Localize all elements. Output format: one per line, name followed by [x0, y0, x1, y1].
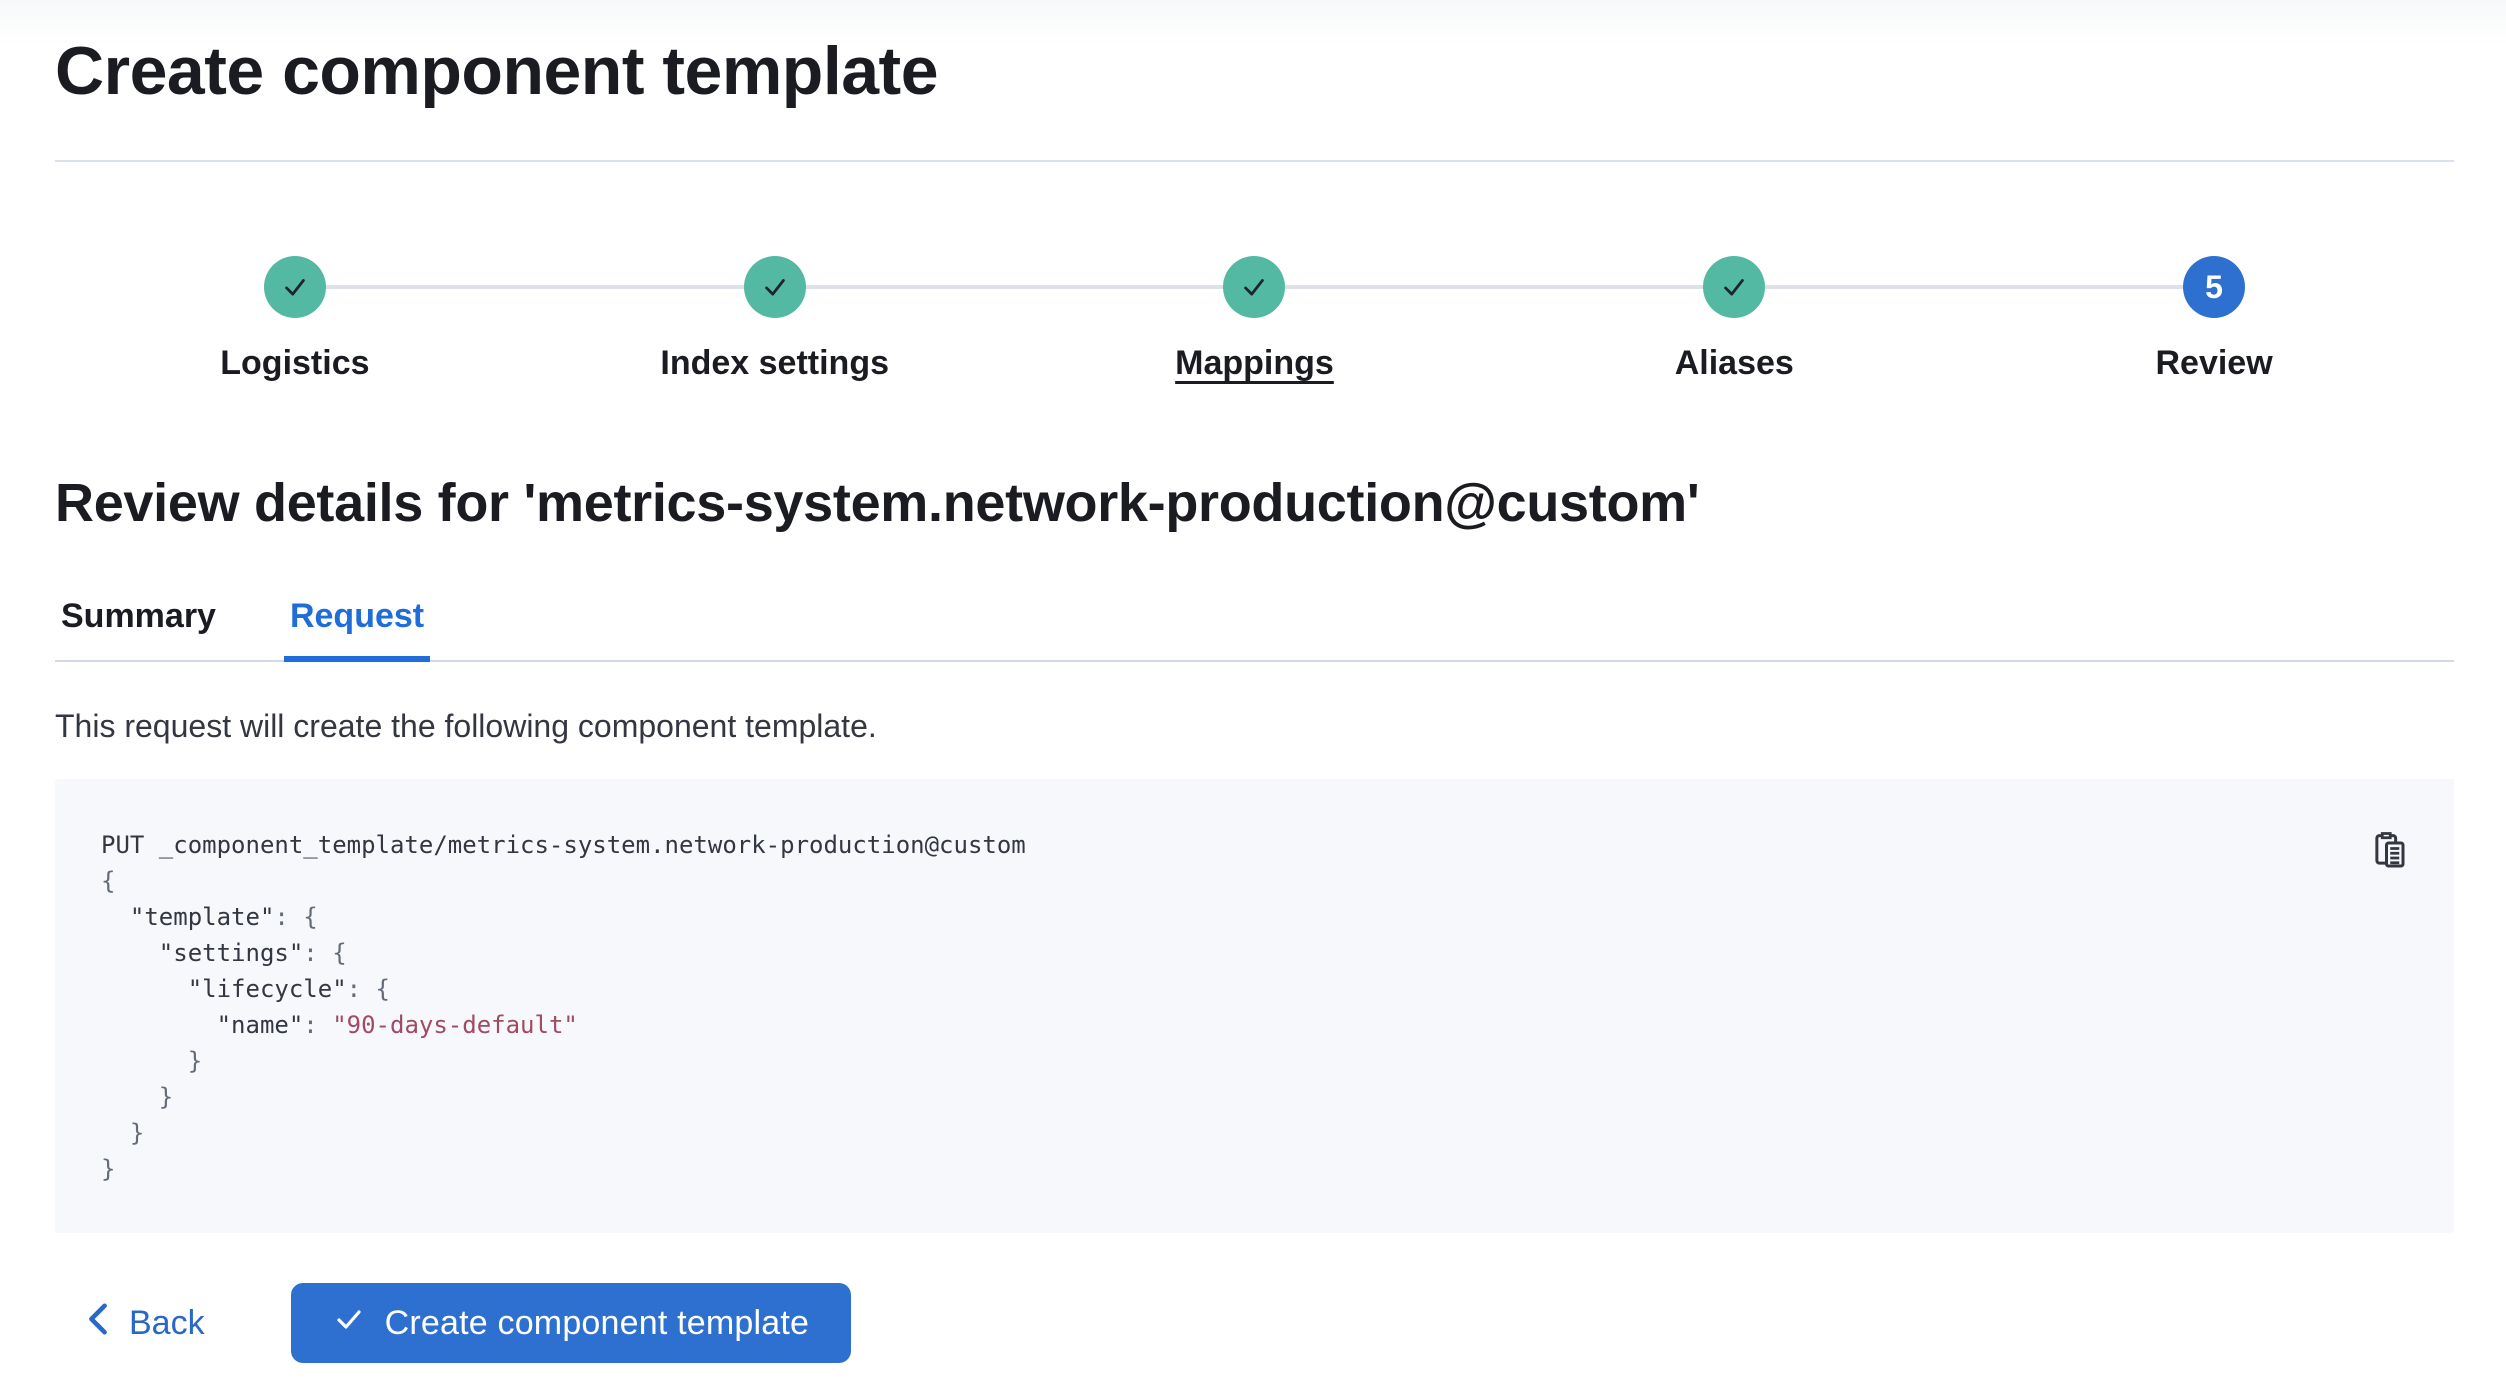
step-aliases[interactable]: Aliases: [1494, 256, 1975, 383]
review-heading: Review details for 'metrics-system.netwo…: [55, 473, 1700, 533]
create-component-template-button[interactable]: Create component template: [290, 1283, 852, 1363]
step-label[interactable]: Index settings: [660, 344, 889, 382]
step-circle-row: [534, 256, 1015, 318]
back-button[interactable]: Back: [55, 1302, 227, 1345]
code-line: }: [101, 1155, 116, 1183]
page-title: Create component template: [55, 33, 939, 109]
step-connector-line: [1974, 285, 2184, 289]
check-icon[interactable]: [1703, 256, 1766, 318]
request-description: This request will create the following c…: [55, 708, 877, 744]
step-label[interactable]: Logistics: [220, 344, 370, 382]
code-line: }: [101, 1047, 203, 1075]
step-connector-line: [1014, 285, 1224, 289]
step-logistics[interactable]: Logistics: [55, 256, 535, 383]
back-button-label: Back: [129, 1303, 205, 1342]
code-line: "name": "90-days-default": [216, 1011, 578, 1039]
create-component-template-label: Create component template: [384, 1303, 810, 1342]
step-circle-row: [55, 256, 535, 318]
step-connector-line: [325, 285, 535, 289]
step-mappings[interactable]: Mappings: [1014, 256, 1495, 383]
wizard-footer: Back Create component template: [55, 1283, 2454, 1363]
step-circle-row: [1494, 256, 1975, 318]
step-connector-line: [1494, 285, 1704, 289]
step-circle-row: [1014, 256, 1495, 318]
code-line: "settings": {: [158, 939, 347, 967]
step-connector-line: [805, 285, 1015, 289]
code-content: PUT _component_template/metrics-system.n…: [101, 827, 2408, 1187]
check-icon[interactable]: [743, 256, 806, 318]
code-line: }: [101, 1083, 174, 1111]
copy-clipboard-icon: [2370, 830, 2410, 873]
chevron-left-icon: [85, 1302, 111, 1345]
step-index-settings[interactable]: Index settings: [534, 256, 1015, 383]
code-line: "lifecycle": {: [187, 975, 391, 1003]
code-line: "template": {: [129, 903, 318, 931]
request-code-block: PUT _component_template/metrics-system.n…: [55, 779, 2454, 1233]
step-label[interactable]: Review: [2155, 344, 2273, 382]
step-connector-line: [534, 285, 744, 289]
check-icon: [333, 1303, 365, 1344]
check-icon[interactable]: [1223, 256, 1286, 318]
step-circle-row: 5: [1974, 256, 2454, 318]
check-icon[interactable]: [263, 256, 326, 318]
step-label[interactable]: Aliases: [1674, 344, 1794, 382]
tab-summary[interactable]: Summary: [61, 597, 216, 635]
header-divider: [55, 160, 2454, 162]
tab-request[interactable]: Request: [283, 595, 431, 662]
code-line: {: [101, 867, 116, 895]
copy-button[interactable]: [2362, 823, 2418, 879]
step-connector-line: [1285, 285, 1495, 289]
step-number-badge[interactable]: 5: [2183, 256, 2246, 318]
step-connector-line: [1765, 285, 1975, 289]
tab-bar: Summary Request: [55, 595, 2454, 662]
code-line: PUT _component_template/metrics-system.n…: [101, 831, 1026, 859]
code-line: }: [101, 1119, 145, 1147]
step-label[interactable]: Mappings: [1175, 344, 1334, 382]
